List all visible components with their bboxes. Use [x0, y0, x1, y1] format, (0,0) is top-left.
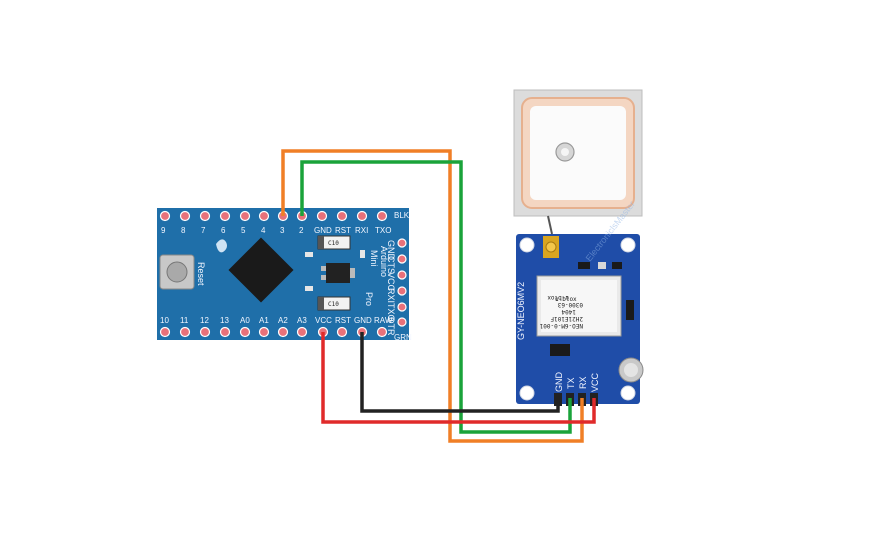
microcontroller-chip [228, 237, 294, 303]
pin-label: A0 [240, 316, 250, 325]
bottom-pin-pads [159, 326, 388, 338]
pin-label: RST [335, 316, 351, 325]
corner-label-grn: GRN [394, 333, 412, 342]
module-line-4: 0300-63 [557, 301, 583, 308]
pin-label: RXI [386, 288, 396, 303]
pin-label: 13 [220, 316, 229, 325]
capacitor-bottom: C10 [317, 296, 351, 311]
gps-pin-tx-label: TX [566, 377, 576, 389]
module-line-1: NEO-6M-0-001 [539, 322, 583, 329]
capacitor-top-label: C10 [328, 240, 339, 247]
gps-pin-rx-label: RX [578, 376, 588, 389]
gps-pin-vcc-label: VCC [590, 372, 600, 392]
pin-label: A2 [278, 316, 288, 325]
pin-label: 6 [221, 226, 226, 235]
pin-label: VCC [315, 316, 332, 325]
pin-label: RAW [374, 316, 393, 325]
antenna-cable [547, 215, 553, 235]
pin-label: GND [354, 316, 372, 325]
wires [281, 149, 596, 443]
pin-label: 4 [261, 226, 266, 235]
pin-label: 7 [201, 226, 206, 235]
voltage-regulator [321, 263, 355, 283]
pin-label: 2 [299, 226, 304, 235]
corner-label-blk: BLK [394, 211, 410, 220]
pin-label: DTR [386, 317, 396, 336]
pin-label: A3 [297, 316, 307, 325]
pin-label: GND [314, 226, 332, 235]
wire-orange-pin3-to-rx [281, 149, 584, 443]
module-brand: u-blox [547, 294, 569, 301]
reset-label: Reset [196, 262, 206, 286]
pin-label: 3 [280, 226, 285, 235]
pin-label: RXI [355, 226, 368, 235]
smd-component [612, 262, 622, 269]
gps-module-board: GY-NEO6MV2 NEO-6M-0-001 2H21E101F 1404 0… [516, 199, 644, 406]
right-pin-labels: GND CTS VCC RXI TXO DTR [386, 240, 396, 336]
pin-label: TXO [375, 226, 391, 235]
board-title-arduino: Arduino [379, 246, 389, 277]
gps-pin-labels: GND TX RX VCC [554, 372, 600, 393]
capacitor-bottom-label: C10 [328, 301, 339, 308]
top-pin-pads [159, 210, 388, 222]
sparkfun-logo-icon [216, 239, 227, 253]
pin-label: 8 [181, 226, 186, 235]
pin-label: 9 [161, 226, 166, 235]
pin-label: CTS [386, 256, 396, 274]
board-title-pro: Pro [364, 292, 374, 306]
top-pin-labels: 9 8 7 6 5 4 3 2 GND RST RXI TXO BLK [161, 211, 410, 235]
wire-black-gnd-to-gnd [360, 332, 560, 413]
smd-component [578, 262, 590, 269]
wire-red-vcc-to-vcc [321, 332, 596, 424]
smd-resistor [305, 286, 313, 291]
right-pin-pads [397, 238, 407, 327]
arduino-pro-mini-board: Reset C10 C10 Arduino Mini Pro [157, 208, 412, 342]
pin-label: 5 [241, 226, 246, 235]
bottom-pin-labels: 10 11 12 13 A0 A1 A2 A3 VCC RST GND RAW … [160, 316, 412, 342]
module-line-2: 2H21E101F [550, 315, 583, 322]
pin-label: TXO [386, 303, 396, 322]
smd-led [360, 250, 365, 258]
neo6m-module: NEO-6M-0-001 2H21E101F 1404 0300-63 u-bl… [536, 275, 622, 337]
pin-label: GND [386, 240, 396, 261]
backup-battery [618, 357, 644, 383]
board-label: GY-NEO6MV2 [516, 282, 526, 340]
board-title-mini: Mini [369, 250, 379, 267]
smd-regulator [550, 344, 570, 356]
module-line-3: 1404 [561, 308, 576, 315]
pin-label: 11 [180, 316, 189, 325]
smd-component [598, 262, 606, 269]
pin-label: RST [335, 226, 351, 235]
gps-patch-antenna [513, 89, 643, 235]
ufl-connector [543, 236, 559, 258]
smd-component [626, 300, 634, 320]
pin-label: VCC [386, 272, 396, 292]
smd-resistor [305, 252, 313, 257]
pin-label: 12 [200, 316, 209, 325]
module-brand-mark: u-blox [555, 296, 577, 303]
pin-label: A1 [259, 316, 269, 325]
wire-green-pin2-to-tx [300, 160, 572, 434]
reset-button [159, 254, 195, 290]
pin-label: 10 [160, 316, 169, 325]
gps-pin-gnd-label: GND [554, 372, 564, 393]
capacitor-top: C10 [317, 235, 351, 250]
